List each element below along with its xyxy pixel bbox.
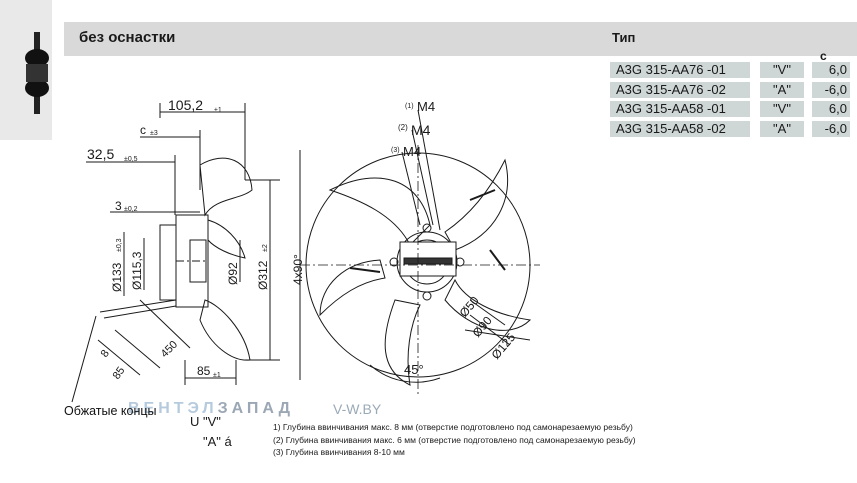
- dim-45: 45°: [404, 362, 424, 377]
- caption-crimped-ends: Обжатые концы: [64, 404, 157, 418]
- type-mode: "V": [760, 101, 804, 117]
- lead-label-a: "A" á: [203, 434, 232, 449]
- table-row: A3G 315-AA58 -02 "A" -6,0: [610, 120, 850, 137]
- dim-85-diag: 85: [111, 365, 128, 382]
- table-row: A3G 315-AA76 -02 "A" -6,0: [610, 81, 850, 98]
- type-value: -6,0: [812, 120, 850, 137]
- dim-32-5: 32,5: [87, 146, 114, 162]
- dim-8: 8: [99, 348, 112, 360]
- dim-133: Ø133: [110, 262, 124, 292]
- type-model: A3G 315-AA76 -01: [610, 62, 750, 78]
- dim-4x90: 4x90°: [291, 254, 305, 285]
- table-row: A3G 315-AA58 -01 "V" 6,0: [610, 101, 850, 117]
- watermark-left: ВЕНТЭЛ: [128, 400, 218, 417]
- dim-c-tol: ±3: [150, 130, 158, 137]
- lead-label-v: U "V": [190, 414, 221, 429]
- dim-133-tol: ±0,3: [116, 238, 123, 252]
- m4-ref-2: (2): [398, 123, 408, 132]
- watermark-right: ЗАПАД: [217, 400, 294, 417]
- dim-105: 105,2: [168, 97, 203, 113]
- footnote-1: 1) Глубина ввинчивания макс. 8 мм (отвер…: [273, 422, 633, 432]
- type-label: Тип: [612, 30, 636, 45]
- dim-125: Ø125: [489, 330, 519, 362]
- type-value: 6,0: [812, 62, 850, 78]
- table-row: A3G 315-AA76 -01 "V" 6,0: [610, 62, 850, 78]
- dim-85-bottom: 85: [197, 364, 211, 378]
- dim-c: c: [140, 123, 146, 137]
- type-value: -6,0: [812, 81, 850, 98]
- dim-85-bottom-tol: ±1: [213, 372, 221, 379]
- side-view: [71, 103, 280, 403]
- dim-115-3: Ø115,3: [130, 251, 144, 290]
- page-title: без оснастки: [79, 29, 176, 46]
- type-mode: "A": [760, 81, 804, 98]
- dim-105-tol: ±1: [214, 107, 222, 114]
- dim-3: 3: [115, 199, 122, 213]
- m4-label-3: M4: [403, 144, 421, 159]
- type-table: A3G 315-AA76 -01 "V" 6,0 A3G 315-AA76 -0…: [610, 62, 850, 140]
- type-mode: "A": [760, 120, 804, 137]
- type-model: A3G 315-AA58 -01: [610, 101, 750, 117]
- dim-3-tol: ±0,2: [124, 206, 138, 213]
- type-value: 6,0: [812, 101, 850, 117]
- dim-50: Ø50: [457, 293, 483, 320]
- type-model: A3G 315-AA58 -02: [610, 120, 750, 137]
- m4-ref-3: (3): [391, 147, 400, 154]
- type-model: A3G 315-AA76 -02: [610, 81, 750, 98]
- m4-label-1: M4: [417, 99, 435, 114]
- footnote-2: (2) Глубина ввинчивания макс. 6 мм (отве…: [273, 434, 636, 445]
- dim-312-tol: ±2: [262, 244, 269, 252]
- m4-ref-1: (1): [405, 103, 414, 110]
- dim-312: Ø312: [256, 260, 270, 290]
- m4-label-2: M4: [411, 122, 431, 138]
- dim-450: 450: [159, 339, 180, 360]
- watermark-site: V-W.BY: [333, 401, 382, 417]
- front-view: [299, 109, 540, 395]
- type-mode: "V": [760, 62, 804, 78]
- watermark: ВЕНТЭЛЗАПАД: [128, 400, 294, 418]
- fan-icon: [25, 32, 49, 114]
- footnote-3: (3) Глубина ввинчивания 8-10 мм: [273, 447, 405, 457]
- dim-32-5-tol: ±0,5: [124, 156, 138, 163]
- header-band: [64, 22, 857, 56]
- dim-92: Ø92: [226, 262, 240, 285]
- footnotes: 1) Глубина ввинчивания макс. 8 мм (отвер…: [273, 421, 636, 459]
- column-c-label: c: [820, 49, 827, 63]
